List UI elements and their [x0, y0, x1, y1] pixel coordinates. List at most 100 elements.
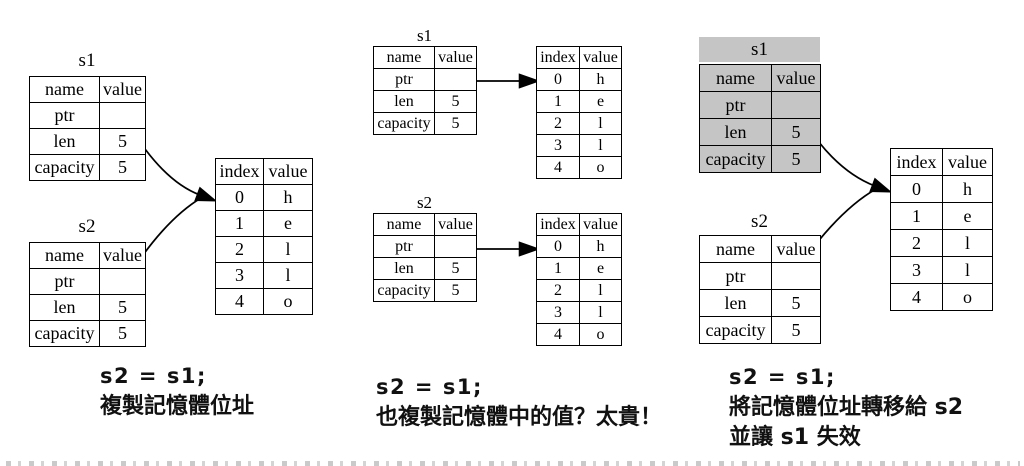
heap-index-4: 4 — [536, 156, 580, 179]
header-value: value — [434, 46, 477, 69]
heap-char-l: l — [579, 279, 622, 302]
row-len-value: 5 — [434, 90, 477, 113]
heap-char-o: o — [579, 156, 622, 179]
header-index: index — [890, 148, 943, 176]
row-ptr-value — [99, 268, 146, 295]
header-index: index — [536, 213, 580, 236]
row-ptr-name: ptr — [29, 102, 100, 129]
middle-caption-text: 也複製記憶體中的值？太貴！ — [376, 405, 663, 430]
cropped-text-artifact — [6, 461, 1020, 466]
row-ptr-name: ptr — [373, 235, 435, 258]
heap-index-4: 4 — [215, 288, 264, 315]
header-value: value — [579, 46, 622, 69]
heap-index-0: 0 — [890, 175, 943, 203]
header-name: name — [373, 46, 435, 69]
header-name: name — [699, 64, 772, 92]
right-caption: s2 = s1; 將記憶體位址轉移給 s2 並讓 s1 失效 — [729, 365, 963, 453]
heap-index-1: 1 — [536, 257, 580, 280]
row-ptr-value — [771, 91, 821, 119]
row-capacity-name: capacity — [699, 145, 772, 173]
heap-index-3: 3 — [890, 256, 943, 284]
right-s2-title: s2 — [751, 211, 768, 232]
row-len-value: 5 — [99, 294, 146, 321]
heap-index-0: 0 — [536, 68, 580, 91]
row-capacity-value: 5 — [434, 279, 477, 302]
row-capacity-name: capacity — [373, 112, 435, 135]
header-name: name — [29, 76, 100, 103]
right-s1-title: s1 — [699, 37, 820, 62]
heap-index-3: 3 — [215, 262, 264, 289]
header-name: name — [373, 213, 435, 236]
heap-index-1: 1 — [215, 210, 264, 237]
heap-index-0: 0 — [536, 235, 580, 258]
header-name: name — [29, 242, 100, 269]
heap-index-2: 2 — [215, 236, 264, 263]
heap-index-1: 1 — [536, 90, 580, 113]
left-caption-text: 複製記憶體位址 — [100, 394, 255, 419]
row-ptr-value — [434, 68, 477, 91]
row-ptr-name: ptr — [699, 91, 772, 119]
row-len-name: len — [699, 118, 772, 146]
heap-char-h: h — [942, 175, 993, 203]
row-len-name: len — [699, 289, 772, 317]
row-len-value: 5 — [99, 128, 146, 155]
header-name: name — [699, 235, 772, 263]
row-ptr-name: ptr — [699, 262, 772, 290]
heap-char-o: o — [263, 288, 313, 315]
row-capacity-value: 5 — [99, 320, 146, 347]
heap-char-l: l — [942, 256, 993, 284]
heap-char-o: o — [579, 323, 622, 346]
left-caption-code: s2 = s1; — [100, 364, 207, 388]
heap-char-l: l — [579, 301, 622, 324]
row-capacity-name: capacity — [373, 279, 435, 302]
header-value: value — [263, 158, 313, 185]
header-value: value — [99, 76, 146, 103]
header-value: value — [434, 213, 477, 236]
row-len-value: 5 — [771, 118, 821, 146]
heap-index-2: 2 — [536, 279, 580, 302]
heap-char-h: h — [579, 235, 622, 258]
header-value: value — [942, 148, 993, 176]
heap-char-o: o — [942, 283, 993, 311]
heap-index-0: 0 — [215, 184, 264, 211]
row-capacity-value: 5 — [771, 145, 821, 173]
row-capacity-name: capacity — [29, 320, 100, 347]
row-len-value: 5 — [434, 257, 477, 280]
row-len-name: len — [373, 90, 435, 113]
heap-char-e: e — [263, 210, 313, 237]
row-ptr-name: ptr — [373, 68, 435, 91]
right-caption-text-1: 將記憶體位址轉移給 s2 — [729, 395, 964, 420]
left-caption: s2 = s1; 複製記憶體位址 — [100, 364, 254, 422]
left-s1-title: s1 — [78, 50, 96, 71]
header-value: value — [771, 64, 821, 92]
heap-index-3: 3 — [536, 301, 580, 324]
row-len-name: len — [29, 128, 100, 155]
mid-s1-title: s1 — [416, 26, 433, 45]
header-index: index — [215, 158, 264, 185]
heap-char-l: l — [942, 229, 993, 257]
heap-index-2: 2 — [890, 229, 943, 257]
heap-char-e: e — [579, 90, 622, 113]
right-caption-code: s2 = s1; — [729, 365, 836, 389]
middle-caption: s2 = s1; 也複製記憶體中的值？太貴！ — [376, 375, 662, 433]
row-len-value: 5 — [771, 289, 821, 317]
row-len-name: len — [373, 257, 435, 280]
heap-char-l: l — [263, 236, 313, 263]
header-value: value — [771, 235, 821, 263]
header-index: index — [536, 46, 580, 69]
right-caption-text-2: 並讓 s1 失效 — [729, 425, 861, 450]
mid-s2-title: s2 — [416, 193, 433, 212]
heap-char-l: l — [579, 134, 622, 157]
header-value: value — [579, 213, 622, 236]
row-ptr-value — [771, 262, 821, 290]
row-len-name: len — [29, 294, 100, 321]
heap-char-h: h — [263, 184, 313, 211]
